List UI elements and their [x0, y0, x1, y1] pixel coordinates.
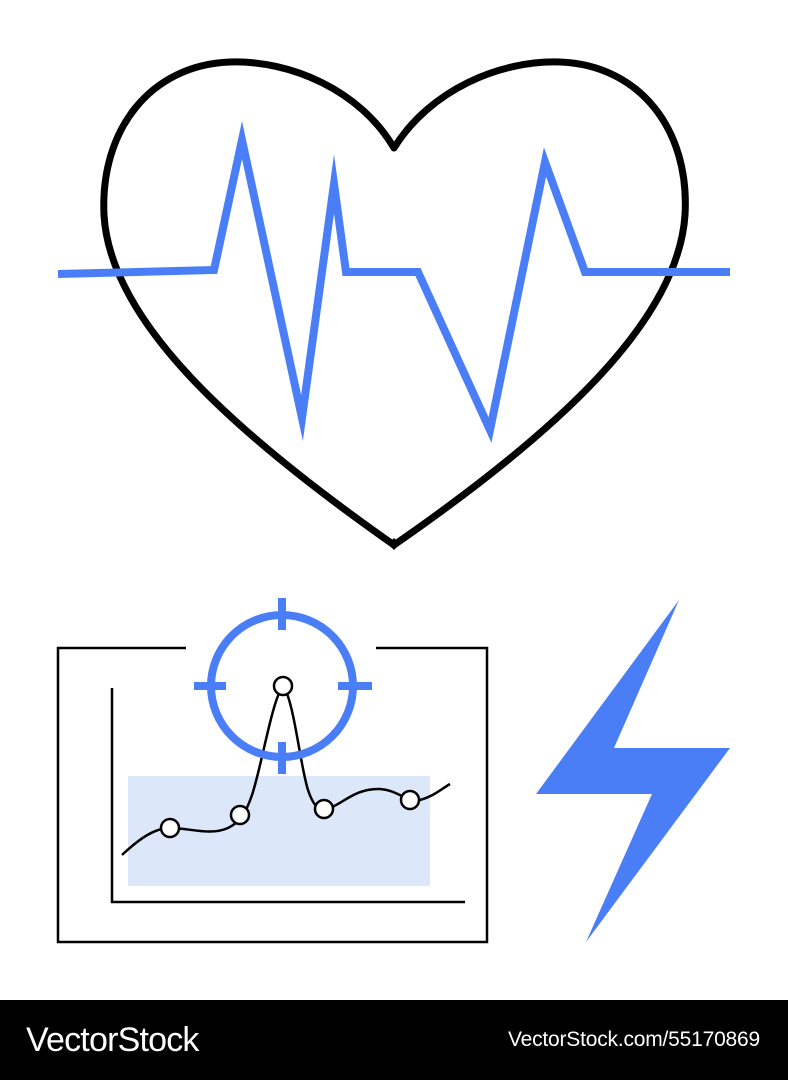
monitor-chart-icon	[56, 646, 489, 944]
chart-curve	[121, 683, 451, 856]
lightning-bolt-icon	[536, 600, 730, 942]
heart-tip-mark	[388, 538, 400, 550]
brand-logo-text: VectorStock	[26, 1020, 199, 1059]
chart-point	[229, 804, 251, 826]
footer-bar: VectorStock VectorStock.com/55170869	[0, 1000, 788, 1080]
monitor-frame	[56, 646, 489, 944]
chart-point	[313, 798, 335, 820]
chart-axes	[110, 688, 465, 904]
stock-id-text: VectorStock.com/55170869	[507, 1028, 760, 1051]
crosshair-icon	[194, 598, 372, 774]
heartbeat-line-icon	[57, 121, 730, 443]
heart-icon	[100, 58, 689, 549]
crosshair-center-point	[272, 675, 294, 697]
chart-point	[399, 789, 421, 811]
illustration-artwork	[56, 58, 730, 944]
chart-point	[159, 817, 181, 839]
